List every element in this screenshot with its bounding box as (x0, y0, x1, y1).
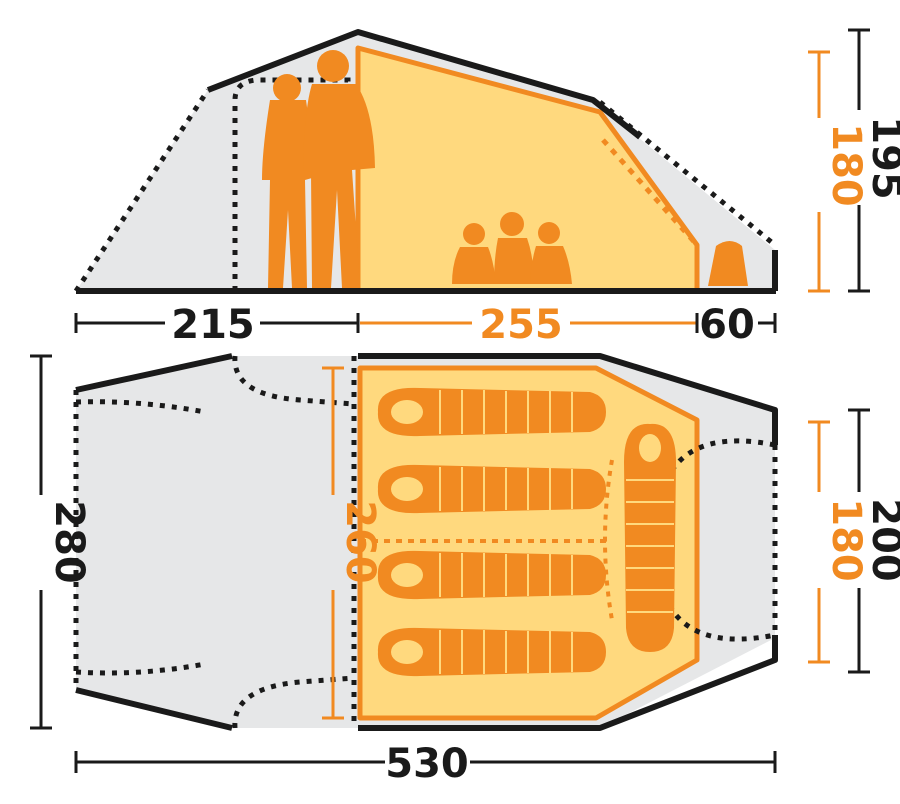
side-view (73, 29, 778, 294)
dim-inner-end-width: 180 (823, 498, 869, 582)
backpack-icon (708, 241, 748, 286)
dim-total-height: 195 (863, 116, 900, 200)
dim-inner-width: 260 (337, 500, 383, 584)
child-silhouette-icon (452, 212, 572, 284)
floor-plan-top-outline (75, 353, 233, 393)
floor-plan-door-top (232, 355, 355, 407)
adult-silhouette-icon (262, 50, 375, 288)
side-view-dimensions (74, 28, 870, 333)
dim-total-length: 530 (385, 741, 469, 787)
floor-plan-top-outline-2 (358, 353, 778, 445)
dim-rear-width: 200 (863, 498, 900, 582)
sleeping-bag-icon (377, 387, 676, 677)
side-view-door-dotted (232, 77, 354, 292)
dim-vestibule-length: 215 (171, 302, 255, 348)
floor-plan (73, 353, 778, 731)
floor-plan-door-bottom (232, 675, 355, 729)
dim-inner-length: 255 (479, 302, 563, 348)
side-view-ridge-outline (206, 29, 642, 140)
floor-plan-bottom-outline-2 (358, 635, 778, 731)
sleeping-bag-segments (439, 390, 674, 674)
floor-plan-dimensions (30, 354, 870, 773)
dim-total-width: 280 (46, 500, 92, 584)
dim-inner-height: 180 (823, 123, 869, 207)
side-view-inner-dashed (601, 138, 699, 247)
floor-plan-bottom-outline (75, 687, 233, 731)
floor-plan-front-vent-bottom (75, 661, 206, 676)
floor-plan-bag-dotted (603, 459, 614, 621)
dim-rear-vestibule-length: 60 (699, 302, 755, 348)
side-view-front-dotted (73, 88, 211, 293)
floor-plan-front-vent-top (75, 399, 206, 415)
side-view-inner-fill (355, 45, 700, 294)
